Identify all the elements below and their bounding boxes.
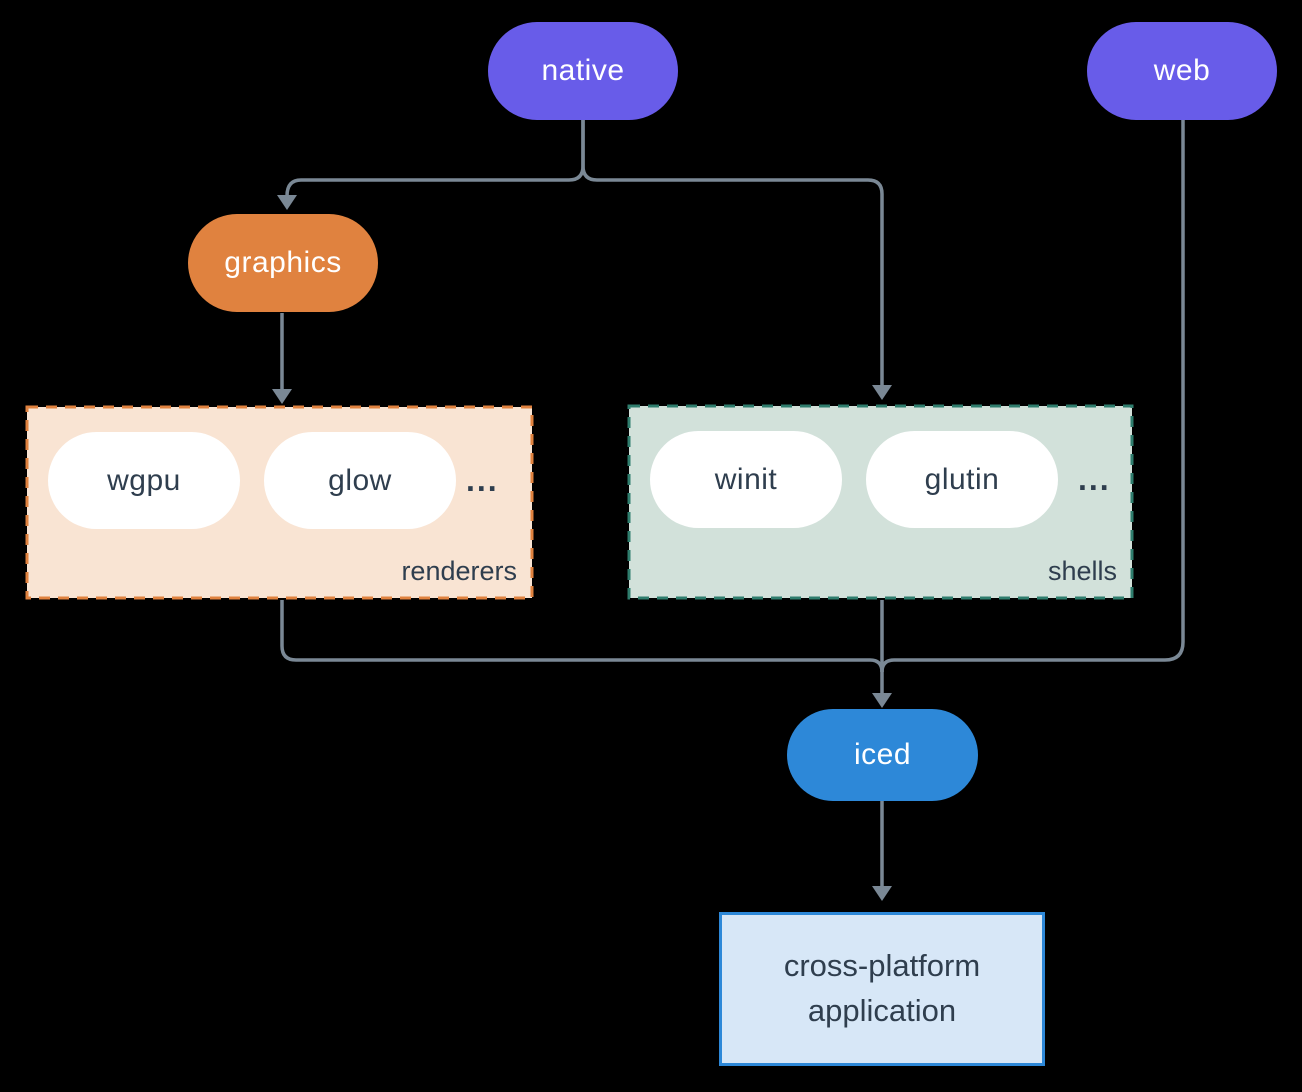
group-shells: winit glutin ... shells bbox=[628, 405, 1133, 599]
connector-native-to-graphics bbox=[285, 120, 585, 197]
node-web: web bbox=[1087, 22, 1277, 120]
node-cross-platform-application: cross-platform application bbox=[719, 912, 1045, 1066]
arrow-down-icon bbox=[872, 886, 892, 901]
connector-renderers-to-iced bbox=[280, 600, 884, 673]
shells-label: shells bbox=[1047, 556, 1117, 586]
node-glow: glow bbox=[264, 432, 456, 529]
arrow-down-icon bbox=[277, 195, 297, 210]
node-glutin: glutin bbox=[866, 431, 1058, 528]
arrow-down-icon bbox=[872, 693, 892, 708]
connector-native-to-shells bbox=[581, 120, 884, 385]
shells-ellipsis: ... bbox=[1078, 461, 1111, 497]
renderers-ellipsis: ... bbox=[466, 462, 499, 498]
group-renderers: wgpu glow ... renderers bbox=[26, 406, 533, 599]
arrow-down-icon bbox=[872, 385, 892, 400]
node-iced: iced bbox=[787, 709, 978, 801]
renderers-label: renderers bbox=[401, 556, 517, 586]
arrow-down-icon bbox=[272, 389, 292, 404]
node-graphics: graphics bbox=[188, 214, 378, 312]
node-wgpu: wgpu bbox=[48, 432, 240, 529]
node-native: native bbox=[488, 22, 678, 120]
node-winit: winit bbox=[650, 431, 842, 528]
